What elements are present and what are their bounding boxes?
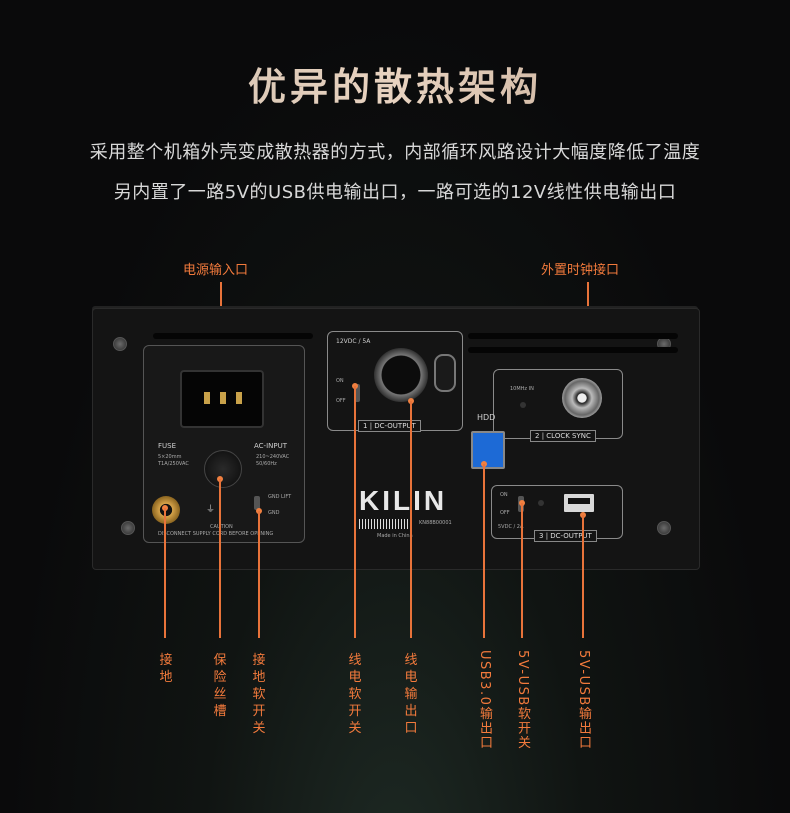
dc-output-1-panel: 12VDC / 5A ON OFF 1 | DC-OUTPUT xyxy=(327,331,463,432)
callout-line-usb3 xyxy=(483,464,485,638)
ac-spec: 50/60Hz xyxy=(256,461,277,467)
callout-line-ground xyxy=(164,508,166,638)
line-power-switch[interactable] xyxy=(354,384,360,402)
usb-a-port[interactable] xyxy=(564,494,594,512)
usb-spec-label: 5VDC / 2A xyxy=(498,524,524,530)
usb5v-led xyxy=(538,500,544,506)
label-ground-switch: 接地软开关 xyxy=(252,653,266,736)
brand-logo: KILIN xyxy=(359,485,448,516)
caution-text: DISCONNECT SUPPLY CORD BEFORE OPENING xyxy=(158,531,274,537)
label-usb3-out: USB3.0输出口 xyxy=(477,650,492,750)
label-power-input: 电源输入口 xyxy=(183,263,249,278)
made-in-label: Made in China xyxy=(377,533,413,539)
xlr-latch xyxy=(434,354,456,392)
off-label: OFF xyxy=(500,510,510,516)
serial-number: KN88B00001 xyxy=(419,520,452,526)
ground-symbol-icon: ⏚ xyxy=(206,505,216,515)
callout-line-usb5v-switch xyxy=(521,503,523,638)
page-title: 优异的散热架构 xyxy=(0,56,790,111)
iec-power-socket[interactable] xyxy=(180,370,264,428)
callout-line-ground-switch xyxy=(258,511,260,638)
fuse-holder[interactable] xyxy=(204,450,242,488)
fuse-title: FUSE xyxy=(158,442,177,450)
ground-switch[interactable] xyxy=(254,496,260,510)
off-label: OFF xyxy=(336,398,346,404)
callout-line-usb5v-out xyxy=(582,515,584,638)
label-fuse-slot: 保险丝槽 xyxy=(213,653,227,719)
callout-line-line-switch xyxy=(354,386,356,638)
label-line-switch: 线电软开关 xyxy=(348,653,362,736)
clock-sync-tag: 2 | CLOCK SYNC xyxy=(530,430,596,442)
label-ground: 接地 xyxy=(159,653,173,685)
dc-output-3-panel: ON OFF 5VDC / 2A 3 | DC-OUTPUT xyxy=(491,485,623,542)
clock-in-label: 10MHz IN xyxy=(510,386,534,392)
xlr-dc-connector[interactable] xyxy=(374,348,428,402)
dc-output-1-tag: 1 | DC-OUTPUT xyxy=(358,420,421,432)
dc-output-3-tag: 3 | DC-OUTPUT xyxy=(534,530,597,542)
device-rear-panel: FUSE 5×20mm T1A/250VAC AC-INPUT 210~240V… xyxy=(92,308,700,570)
gnd-label: GND xyxy=(268,510,280,516)
vent-slot xyxy=(468,347,678,353)
label-line-out: 线电输出口 xyxy=(404,653,418,736)
label-usb5v-switch: 5V-USB软开关 xyxy=(515,650,530,751)
screw-icon xyxy=(113,337,127,351)
dc-spec-label: 12VDC / 5A xyxy=(336,338,371,345)
fuse-spec: 5×20mm xyxy=(158,454,182,460)
subtitle-line-1: 采用整个机箱外壳变成散热器的方式，内部循环风路设计大幅度降低了温度 xyxy=(89,142,701,163)
subtitle-line-2: 另内置了一路5V的USB供电输出口，一路可选的12V线性供电输出口 xyxy=(113,182,677,203)
screw-icon xyxy=(657,521,671,535)
ac-input-panel: FUSE 5×20mm T1A/250VAC AC-INPUT 210~240V… xyxy=(143,345,305,543)
callout-line-fuse xyxy=(219,479,221,638)
label-usb5v-out: 5V-USB输出口 xyxy=(576,650,591,751)
gnd-lift-label: GND LIFT xyxy=(268,494,292,500)
caution-label: CAUTION xyxy=(210,524,233,530)
hdd-label: HDD xyxy=(477,413,496,422)
ac-spec: 210~240VAC xyxy=(256,454,290,460)
ac-input-title: AC-INPUT xyxy=(254,442,288,450)
clock-sync-panel: 10MHz IN 2 | CLOCK SYNC xyxy=(493,369,623,442)
bnc-clock-connector[interactable] xyxy=(562,378,602,418)
usb3-port[interactable] xyxy=(471,431,505,469)
vent-slot xyxy=(153,333,313,339)
fuse-spec: T1A/250VAC xyxy=(158,461,189,467)
label-clock-input: 外置时钟接口 xyxy=(541,263,620,278)
on-label: ON xyxy=(500,492,508,498)
on-label: ON xyxy=(336,378,344,384)
callout-line-line-out xyxy=(410,401,412,638)
screw-icon xyxy=(121,521,135,535)
barcode xyxy=(359,519,413,529)
vent-slot xyxy=(468,333,678,339)
clock-led xyxy=(520,402,526,408)
